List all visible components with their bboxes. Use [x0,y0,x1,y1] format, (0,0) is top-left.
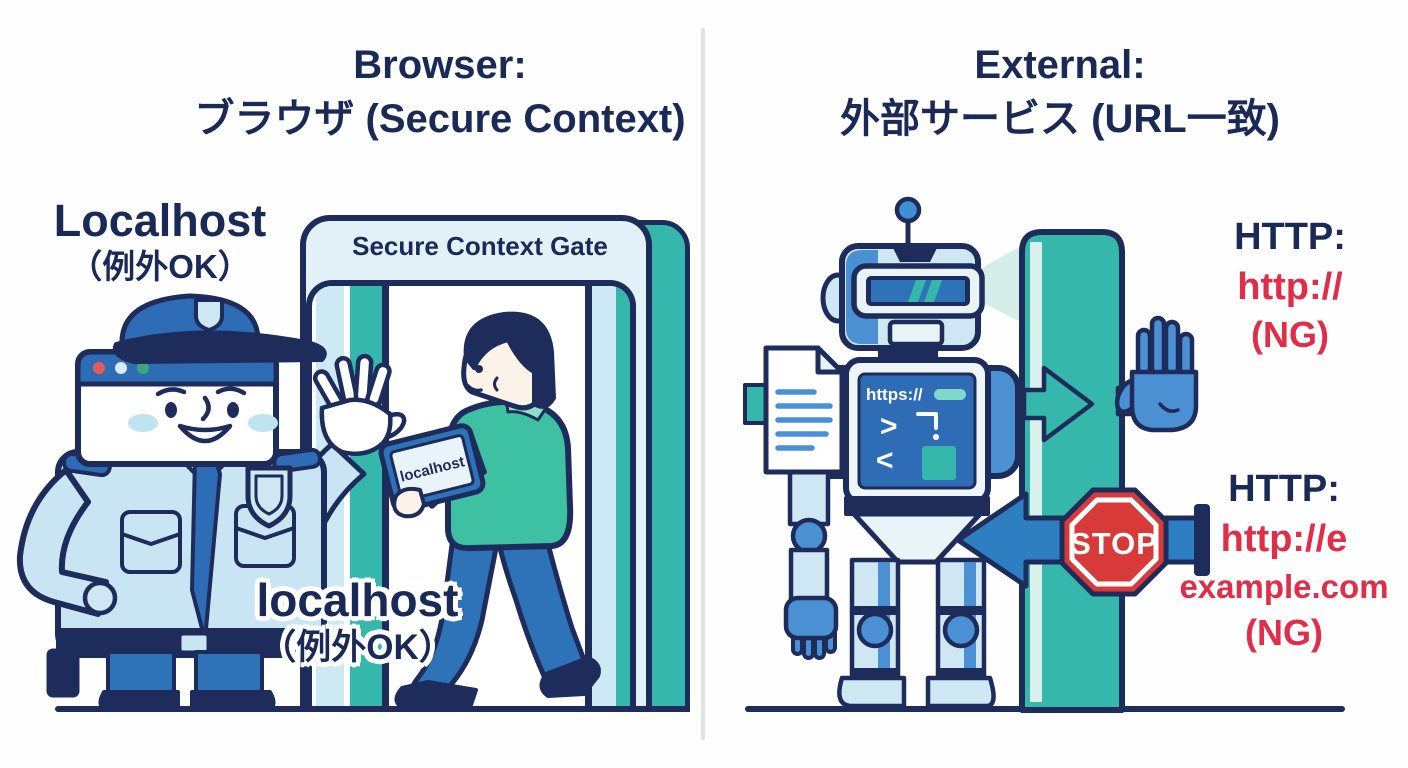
right-panel-title: External: 外部サービス (URL一致) [760,38,1360,146]
http-top-label: HTTP: [1234,216,1346,258]
http-rule-top: HTTP: http:// (NG) [1185,212,1395,358]
browser-window-face [75,349,279,467]
http-bottom-value: http://e [1220,518,1348,560]
badge-shield-icon [245,465,293,529]
http-bottom-label: HTTP: [1228,468,1340,510]
gate-pass-label: localhost （例外OK） [200,574,515,670]
stop-sign-label: STOP [1070,526,1158,561]
window-dot-red [93,362,105,374]
left-panel-title: Browser: ブラウザ (Secure Context) [140,38,740,146]
gate-title: Secure Context Gate [352,231,608,261]
http-bottom-status: (NG) [1245,612,1323,653]
ground-line [745,706,1345,712]
police-cap-icon [112,293,327,364]
right-title-line2: 外部サービス (URL一致) [840,97,1280,141]
right-title-line1: External: [974,43,1146,87]
left-title-line1: Browser: [353,43,527,87]
antenna-icon [894,196,922,224]
robot-screen-url: https:// [866,385,923,404]
http-top-value: http:// [1237,266,1343,308]
gate-pass-text: localhost [256,574,459,626]
left-title-line2: ブラウザ (Secure Context) [194,97,686,141]
robot-visor [851,263,985,319]
robot-hand-down [783,595,839,660]
url-check-pillar [1019,229,1125,713]
stop-sign-icon: STOP [1059,487,1169,597]
robot-chest-screen [857,372,977,490]
localhost-heading: Localhost （例外OK） [20,196,300,288]
document-icon [763,345,845,475]
gate-post-stripe [616,286,630,712]
robot-screen-lt: < [876,444,894,477]
gate-pass-sub: （例外OK） [261,628,454,667]
gate-post-stripe [585,286,592,712]
window-dot-light [115,362,127,374]
localhost-heading-text: Localhost [53,195,267,246]
blocking-hand-icon [1114,315,1199,433]
ground-line [55,706,690,712]
gate-post-stripe [592,286,616,712]
panel-divider [701,28,705,740]
request-band [743,383,1029,425]
http-rule-bottom: HTTP: http://e example.com (NG) [1160,464,1408,656]
robot-figure: https:// > < [783,196,1021,709]
window-dot-green [137,362,149,374]
http-bottom-domain: example.com [1179,568,1389,605]
localhost-heading-sub: （例外OK） [69,248,251,285]
http-top-status: (NG) [1251,314,1329,355]
robot-screen-gt: > [880,410,898,443]
request-arrow-icon [1021,365,1095,443]
scanner-beam [982,244,1024,324]
